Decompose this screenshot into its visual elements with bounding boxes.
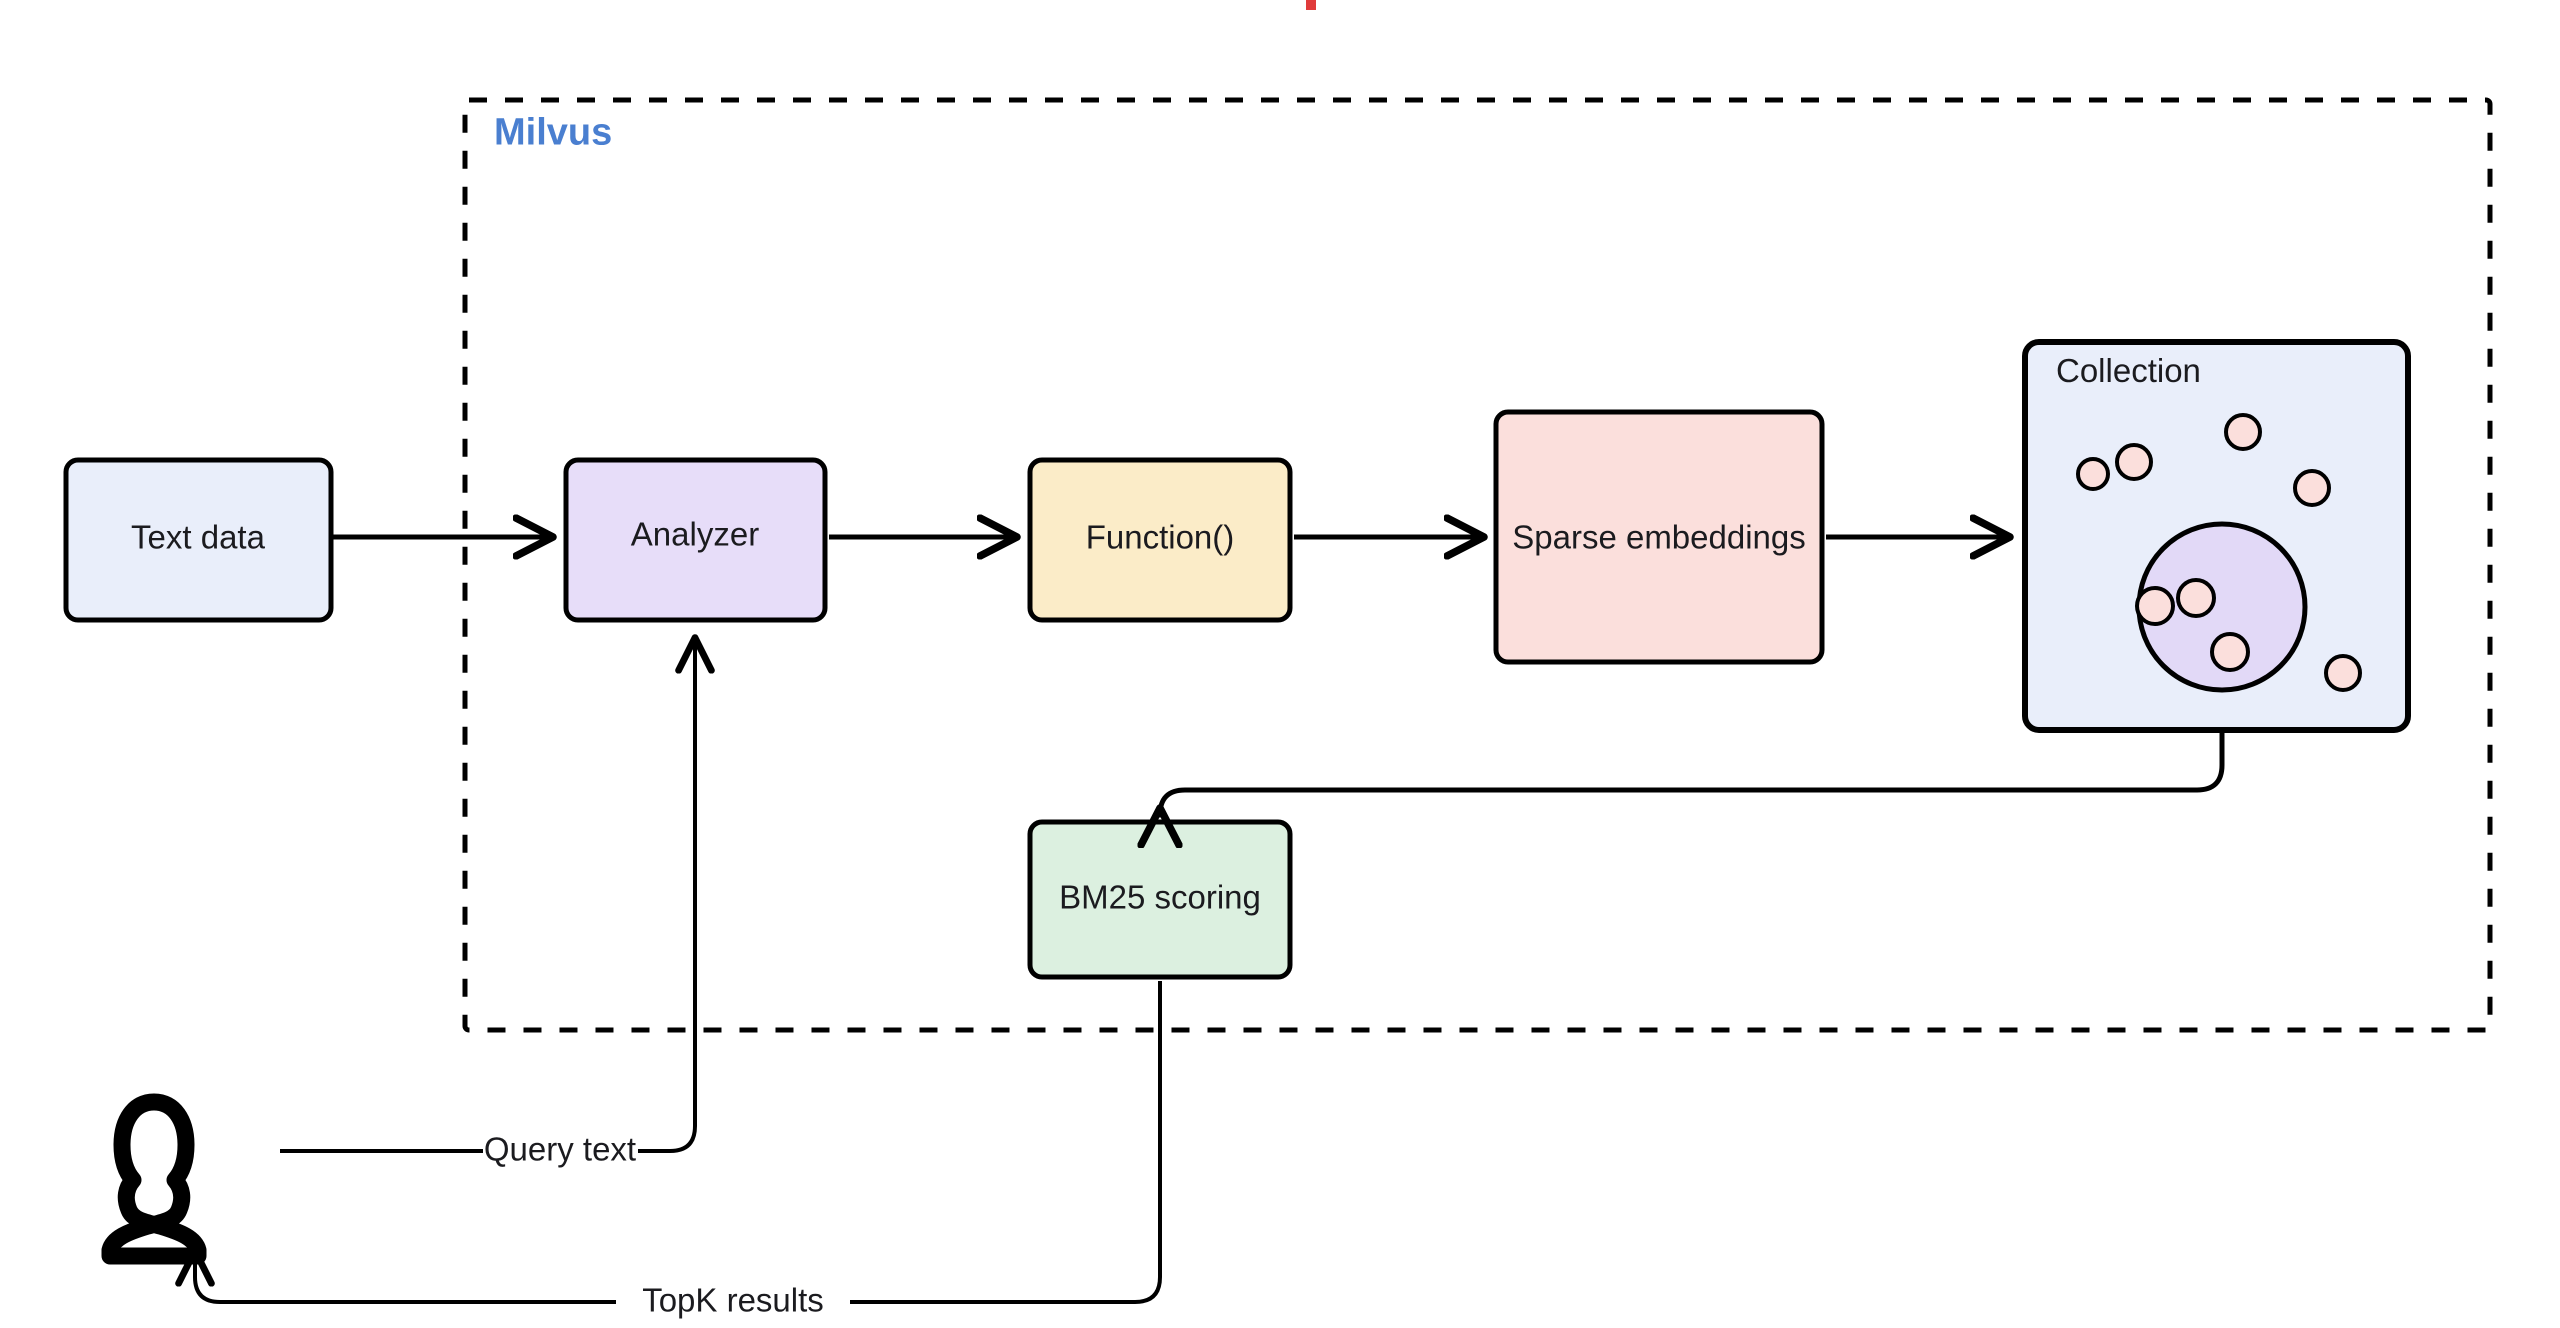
node-bm25-scoring-label: BM25 scoring	[1059, 879, 1261, 916]
collection-dot	[2176, 578, 2216, 618]
collection-dot	[2135, 586, 2175, 626]
node-analyzer-label: Analyzer	[631, 516, 759, 553]
milvus-container	[462, 97, 2493, 1033]
edge-query-text-to-analyzer	[638, 640, 695, 1153]
node-sparse-embeddings[interactable]	[1493, 409, 1825, 665]
node-analyzer[interactable]	[563, 457, 828, 623]
edge-label-query-text: Query text	[484, 1131, 636, 1168]
red-marker-dot	[1306, 0, 1316, 10]
node-sparse-embeddings-label: Sparse embeddings	[1512, 519, 1806, 556]
edge-label-topk-results: TopK results	[642, 1282, 824, 1319]
edge-topk-stub-right	[850, 981, 1162, 1304]
node-text-data[interactable]	[63, 457, 334, 623]
collection-dot	[2224, 413, 2262, 451]
collection-dot	[2324, 654, 2362, 692]
collection-dot	[2210, 632, 2250, 672]
collection-box-label: Collection	[2056, 352, 2201, 389]
node-function[interactable]	[1027, 457, 1293, 623]
edge-collection-to-bm25	[1160, 732, 2225, 815]
collection-dot	[2115, 443, 2153, 481]
collection-dot	[2293, 469, 2331, 507]
node-text-data-label: Text data	[131, 519, 266, 556]
collection-dot	[2076, 457, 2110, 491]
milvus-container-title: Milvus	[494, 111, 612, 153]
edge-topk-to-user	[195, 1253, 616, 1304]
user-actor-icon	[101, 1093, 207, 1265]
node-function-label: Function()	[1086, 519, 1235, 556]
